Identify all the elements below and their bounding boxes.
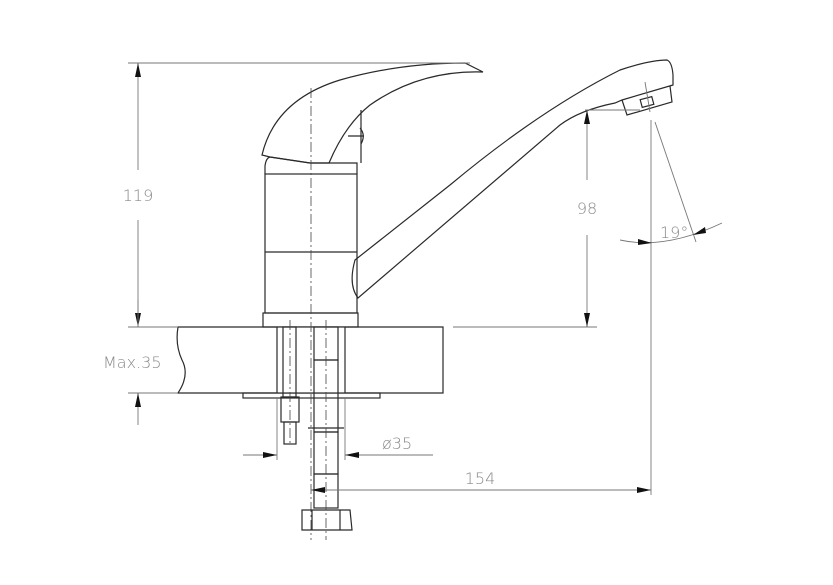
label-98: 98: [577, 199, 597, 218]
mixer-body: [262, 156, 359, 328]
dimension-spout-angle: 19°: [619, 120, 723, 495]
hex-nut: [301, 509, 353, 531]
label-19-degrees: 19°: [660, 223, 688, 242]
dimension-total-height: 119: [123, 62, 470, 328]
flexible-hose: [301, 320, 353, 540]
dimension-spout-height: 98: [453, 109, 640, 328]
mounting-stud: [280, 320, 300, 445]
spout: [351, 59, 674, 299]
dimension-hole-diameter: ø35: [243, 398, 433, 460]
dimension-spout-reach: 154: [311, 469, 651, 493]
label-diameter-35: ø35: [382, 434, 412, 453]
label-max-35: Max.35: [103, 353, 162, 372]
label-119: 119: [123, 186, 154, 205]
lever-handle: [261, 62, 484, 164]
label-154: 154: [465, 469, 496, 488]
dimension-countertop-thickness: Max.35: [103, 300, 178, 425]
countertop-section: [176, 326, 444, 399]
